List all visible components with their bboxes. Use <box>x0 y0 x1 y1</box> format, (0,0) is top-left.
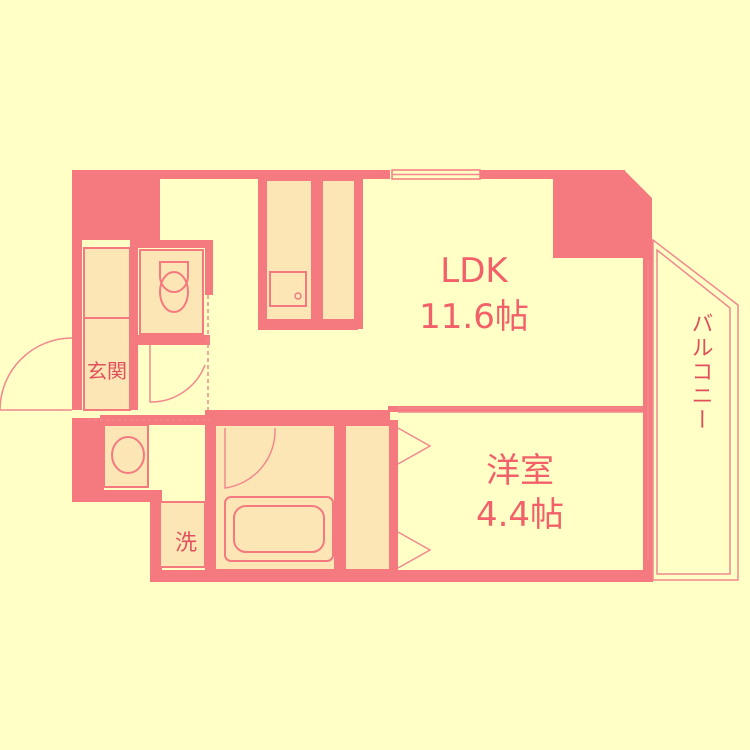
western-name: 洋室 <box>486 451 554 491</box>
toilet-door <box>149 345 206 403</box>
washing-machine-space <box>159 501 206 568</box>
balcony <box>652 238 739 581</box>
entrance-door <box>0 337 73 411</box>
balcony-label: バルコニー <box>688 312 713 432</box>
ldk-size: 11.6帖 <box>419 297 529 337</box>
kitchen-shelf <box>321 179 356 321</box>
entrance-label: 玄関 <box>87 359 127 383</box>
bathtub-icon <box>224 496 334 562</box>
shoe-closet <box>83 247 131 319</box>
bath-door <box>224 427 276 489</box>
closet-door-top <box>397 427 432 465</box>
toilet-icon <box>159 261 189 293</box>
wash-basin <box>103 424 149 488</box>
fixtures <box>83 179 391 571</box>
entrance-cabinet <box>83 317 131 411</box>
western-size: 4.4帖 <box>476 495 564 535</box>
closet-door-bottom <box>397 531 432 569</box>
ldk-name: LDK <box>440 251 509 291</box>
closet <box>344 424 391 571</box>
sink-icon <box>269 271 307 307</box>
kitchen-counter <box>265 179 313 321</box>
doors <box>0 169 649 569</box>
laundry-label: 洗 <box>175 531 197 556</box>
